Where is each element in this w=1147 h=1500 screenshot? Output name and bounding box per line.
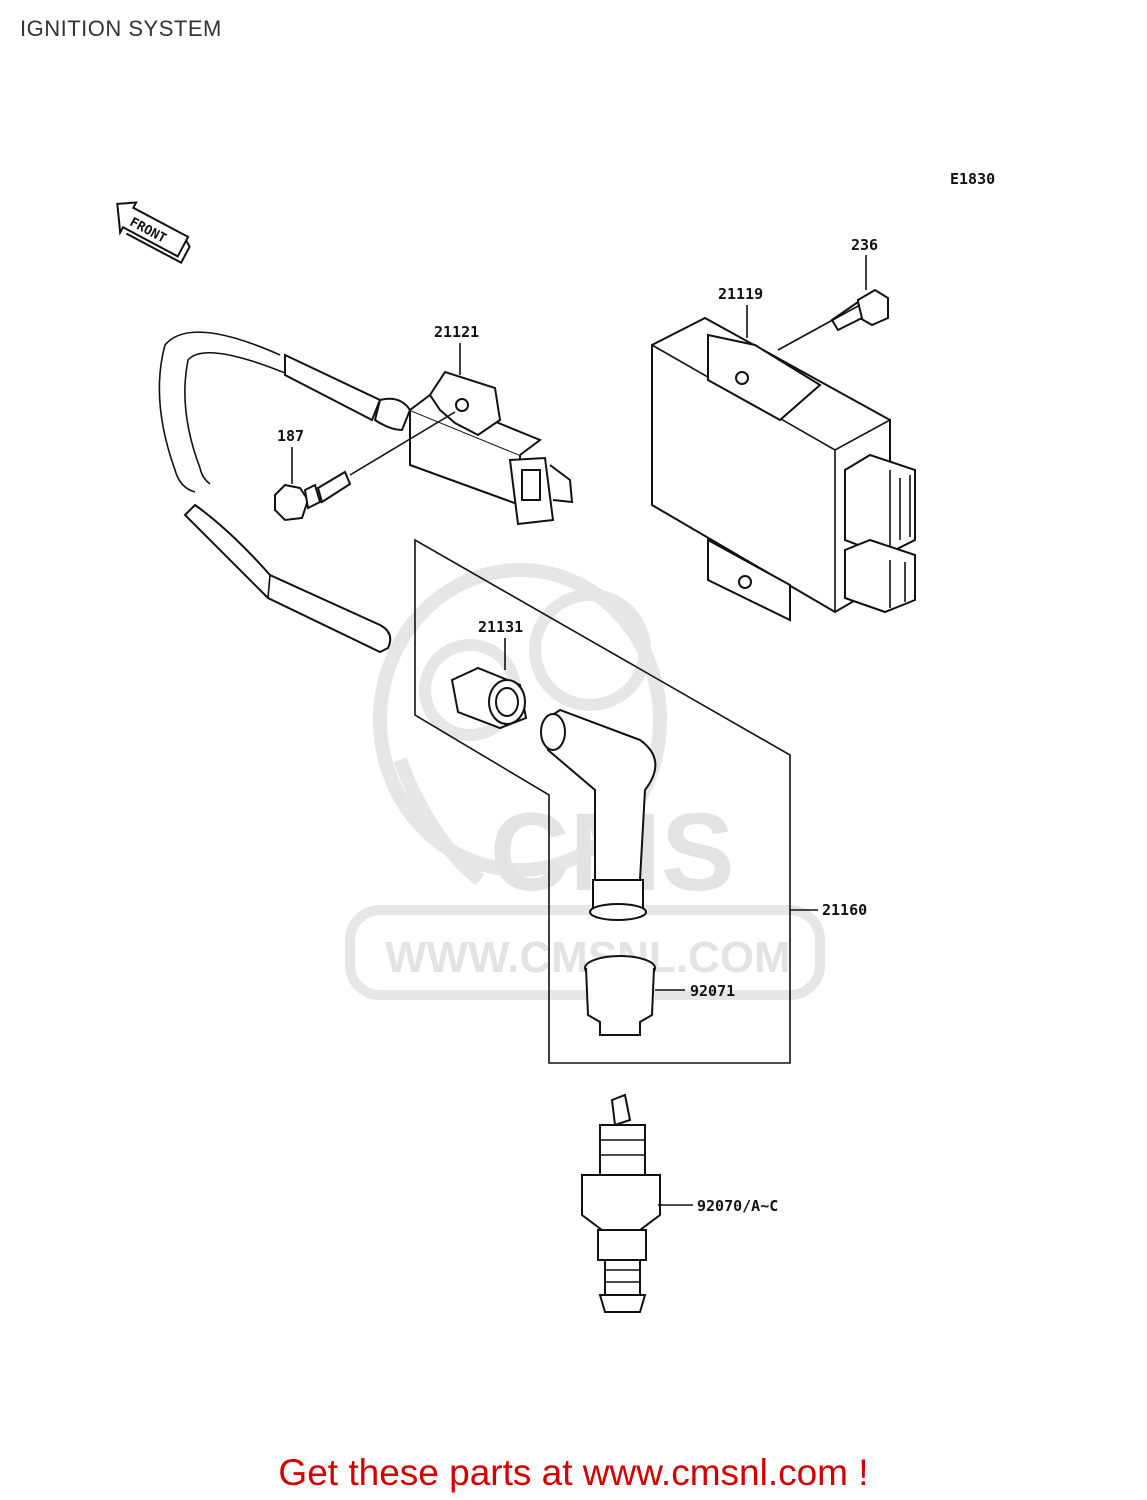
plug-cap (540, 708, 657, 921)
seal-21131 (450, 666, 528, 730)
callout-187: 187 (277, 427, 304, 445)
screw-236 (830, 288, 889, 332)
front-arrow-icon: FRONT (116, 201, 191, 265)
callout-21121: 21121 (434, 323, 479, 341)
callout-21119: 21119 (718, 285, 763, 303)
diagram-code: E1830 (950, 170, 995, 188)
leader-lines (291, 255, 867, 1206)
page-title: IGNITION SYSTEM (20, 16, 222, 41)
bolt-187 (274, 470, 352, 522)
cap-92071 (584, 955, 656, 1036)
ignition-coil (158, 331, 574, 654)
callout-92070: 92070/A~C (697, 1197, 778, 1215)
parts-diagram: CMS WWW.CMSNL.COM E1830 FRONT (116, 170, 995, 1313)
callout-236: 236 (851, 236, 878, 254)
cap-assembly-frame (414, 538, 791, 1064)
callout-92071: 92071 (690, 982, 735, 1000)
igniter-unit (651, 316, 916, 622)
spark-plug (581, 1093, 661, 1313)
callout-21131: 21131 (478, 618, 523, 636)
parts-banner-link[interactable]: Get these parts at www.cmsnl.com ! (278, 1452, 869, 1493)
callout-21160: 21160 (822, 901, 867, 919)
